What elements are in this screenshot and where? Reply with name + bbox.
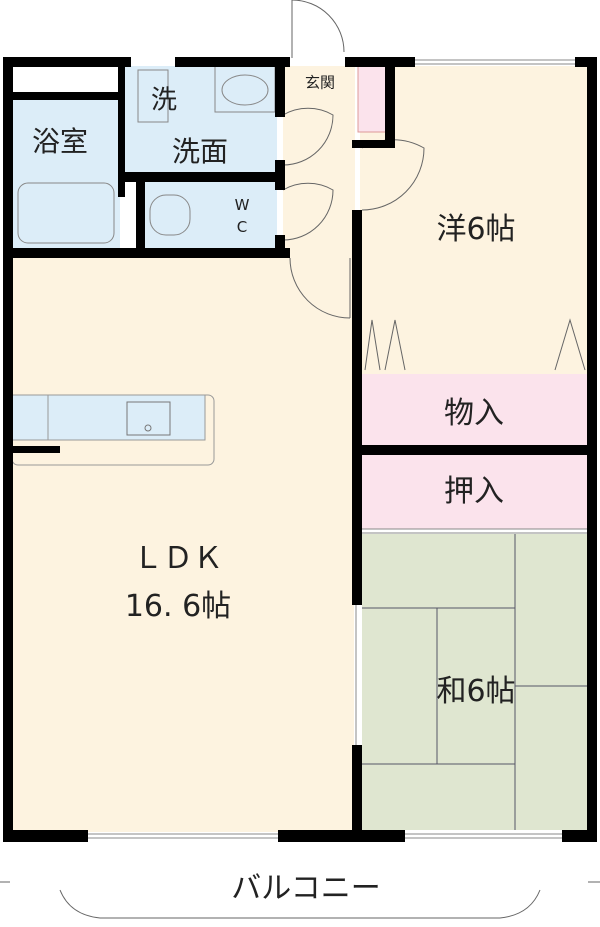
- japanese-room-label: 和6帖: [436, 674, 516, 709]
- walls: [3, 57, 597, 842]
- kitchen-top: [11, 394, 206, 441]
- closet-floor: [362, 455, 587, 529]
- bath-white-area: [12, 66, 108, 92]
- entrance-label: 玄関: [304, 73, 336, 92]
- wc-label-w: W: [234, 196, 250, 214]
- washer-label: 洗: [150, 85, 178, 116]
- western-floor: [360, 66, 588, 374]
- windows: [88, 59, 587, 839]
- ldk-size-label: 16. 6帖: [124, 589, 232, 624]
- balcony-label: バルコニー: [231, 871, 381, 906]
- toilet: [149, 194, 191, 236]
- washer-box: [137, 69, 169, 123]
- ldk-floor: [12, 258, 354, 832]
- wc-floor: [145, 182, 277, 248]
- ldk-label: ＬＤＫ: [133, 541, 223, 576]
- bathtub: [17, 182, 115, 244]
- closet-label: 押入: [444, 474, 504, 509]
- storage-floor: [362, 374, 587, 446]
- entrance-floor: [283, 66, 355, 258]
- tatami-lines: [362, 534, 587, 830]
- washroom-label: 洗面: [171, 135, 229, 168]
- wc-label-c: C: [236, 218, 248, 236]
- kitchen-sink: [126, 401, 171, 436]
- bath-label: 浴室: [31, 125, 89, 158]
- small-closet: [357, 65, 389, 133]
- storage-label: 物入: [444, 396, 504, 431]
- tatami-floor: [362, 534, 587, 830]
- western-room-label: 洋6帖: [436, 212, 516, 247]
